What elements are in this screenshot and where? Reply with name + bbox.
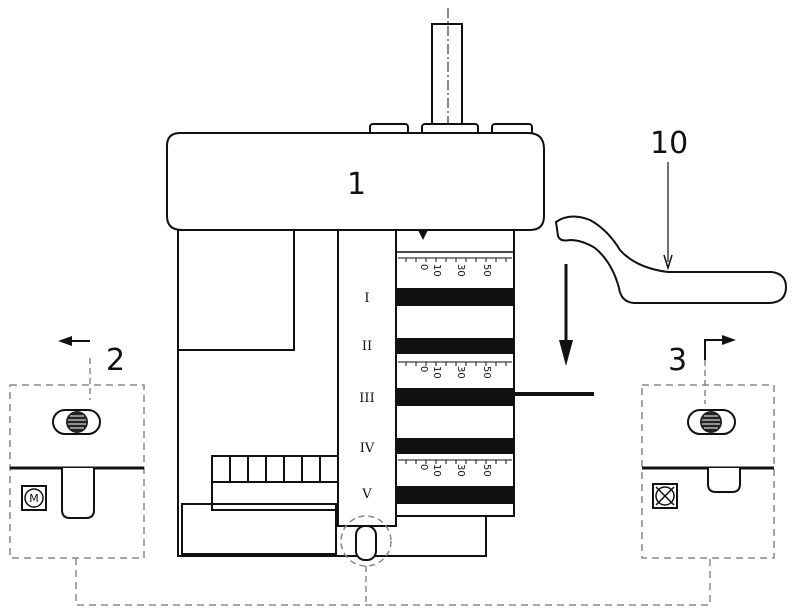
connection-lines: [75, 558, 711, 606]
cross-box-icon: [652, 483, 678, 509]
motor-icon: [21, 485, 47, 511]
motor-symbol: M: [29, 492, 39, 505]
callout-housing: 1: [347, 167, 366, 202]
scale-label-50: 50: [481, 264, 492, 277]
dial-scale-3: 0 10 30 50: [398, 459, 512, 477]
cam-band-iv: [396, 438, 514, 454]
callout-left-switch: 2: [106, 343, 125, 378]
rotation-arrow-icon: [559, 264, 573, 366]
position-label-v: V: [361, 487, 372, 502]
left-switch: M: [9, 336, 145, 559]
scale-label-10: 10: [431, 264, 442, 277]
cam-band-i: [396, 288, 514, 306]
position-label-ii: II: [362, 339, 372, 354]
cam-band-iii: [396, 388, 514, 406]
arrow-right-icon: [722, 335, 736, 345]
position-label-iv: IV: [360, 441, 375, 456]
scale-label-0: 0: [418, 464, 429, 470]
scale-label-30: 30: [455, 264, 466, 277]
position-label-iii: III: [359, 391, 374, 406]
dial-scale-2: 0 10 30 50: [398, 361, 512, 379]
callout-wrench: 10: [650, 126, 688, 161]
cam-band-v: [396, 486, 514, 504]
top-housing: [166, 123, 545, 231]
cam-drum: 0 10 30 50 0 10 30 50: [395, 229, 515, 517]
terminal-block: [211, 455, 339, 511]
scale-label-10: 10: [431, 464, 442, 477]
cam-band-ii: [396, 338, 514, 354]
position-strip: I II III IV V: [337, 229, 397, 527]
scale-label-0: 0: [418, 366, 429, 372]
scale-label-10: 10: [431, 366, 442, 379]
scale-label-30: 30: [455, 464, 466, 477]
dial-scale-1: 0 10 30 50: [398, 257, 512, 277]
wrench-tool: [554, 162, 788, 304]
pointer-triangle-icon: [418, 230, 428, 240]
bottom-pin: [340, 515, 392, 605]
arrow-left-icon: [58, 336, 72, 346]
right-switch: [641, 335, 775, 559]
position-label-i: I: [364, 291, 369, 306]
scale-label-30: 30: [455, 366, 466, 379]
scale-label-50: 50: [481, 366, 492, 379]
scale-label-0: 0: [418, 264, 429, 270]
callout-right-switch: 3: [668, 343, 687, 378]
scale-label-50: 50: [481, 464, 492, 477]
